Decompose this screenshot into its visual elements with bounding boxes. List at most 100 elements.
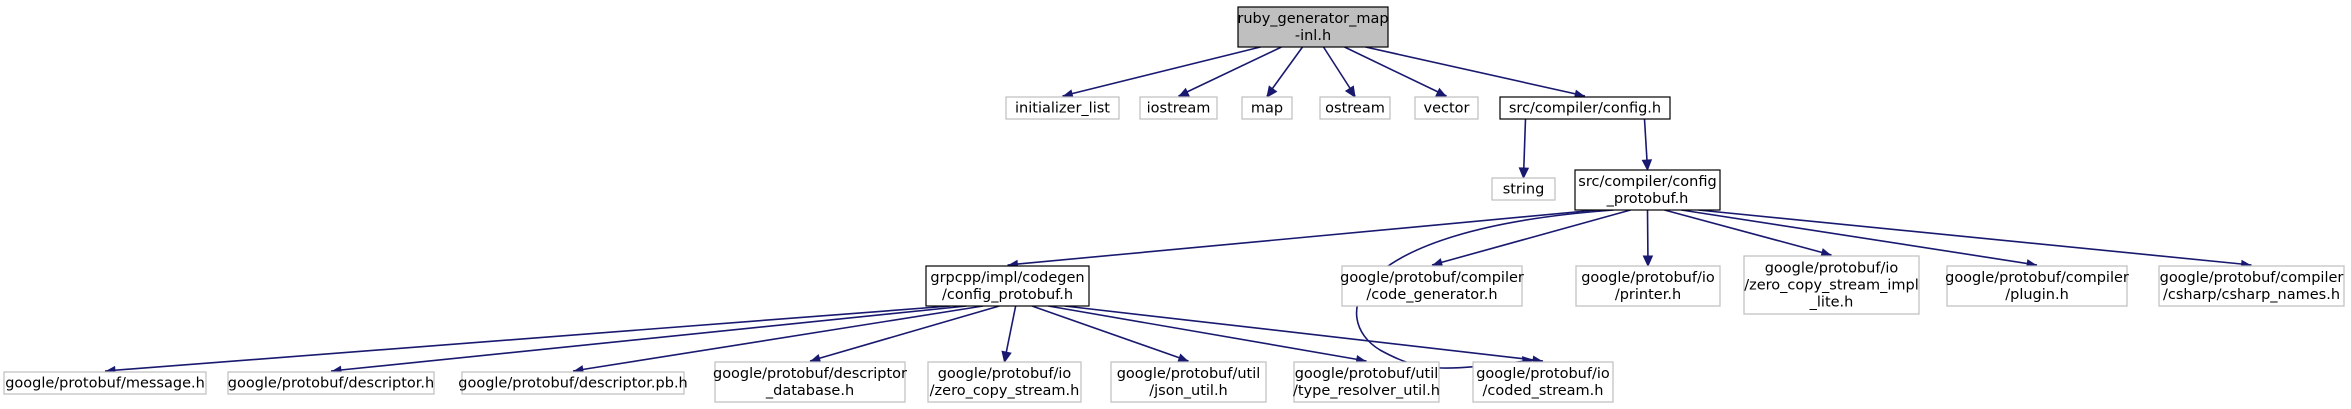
node-label-line: ostream: [1325, 101, 1385, 117]
edge-grpcpp_config-to-type_resolver_util: [1048, 305, 1367, 362]
node-label-line: google/protobuf/compiler: [1340, 270, 1524, 286]
node-grpcpp_config[interactable]: grpcpp/impl/codegen/config_protobuf.h: [925, 265, 1090, 307]
edge-config_protobuf-to-plugin: [1681, 209, 2038, 266]
edge-config_protobuf-to-coded_stream: [1355, 209, 1614, 369]
node-label-line: /plugin.h: [2005, 287, 2069, 303]
node-box: [461, 371, 685, 395]
node-label-line: ruby_generator_map: [1237, 11, 1388, 27]
node-descriptor[interactable]: google/protobuf/descriptor.h: [227, 371, 435, 395]
node-label-line: string: [1503, 182, 1545, 198]
node-iostream[interactable]: iostream: [1139, 96, 1218, 120]
node-box: [1414, 96, 1479, 120]
edge-root-to-config_h: [1365, 46, 1586, 97]
arrowhead-ostream: [1344, 85, 1356, 99]
edge-root-to-iostream: [1178, 46, 1282, 97]
node-box: [1293, 361, 1440, 403]
node-label-line: /json_util.h: [1149, 383, 1228, 399]
edge-root-to-vector: [1344, 46, 1447, 97]
node-descriptor_database[interactable]: google/protobuf/descriptor_database.h: [713, 361, 907, 403]
node-box: [1237, 6, 1389, 48]
node-label-line: google/protobuf/io: [1476, 366, 1610, 382]
arrowhead-zero_copy_stream: [1001, 350, 1012, 364]
node-descriptor_pb[interactable]: google/protobuf/descriptor.pb.h: [458, 371, 688, 395]
edge-grpcpp_config-to-json_util: [1031, 305, 1189, 362]
node-ostream[interactable]: ostream: [1319, 96, 1391, 120]
arrowhead-map: [1266, 85, 1278, 98]
node-label-line: iostream: [1147, 101, 1211, 117]
edge-grpcpp_config-to-descriptor_pb: [572, 305, 984, 372]
edge-grpcpp_config-to-descriptor: [330, 305, 967, 372]
node-label-line: /csharp/csharp_names.h: [2163, 287, 2340, 303]
node-label-line: google/protobuf/message.h: [5, 376, 205, 392]
node-label-line: google/protobuf/descriptor.h: [228, 376, 434, 392]
node-csharp_names[interactable]: google/protobuf/compiler/csharp/csharp_n…: [2158, 265, 2345, 307]
node-label-line: _lite.h: [1809, 295, 1854, 311]
node-printer[interactable]: google/protobuf/io/printer.h: [1575, 265, 1721, 307]
edge-config_protobuf-to-zcs_impl_lite: [1664, 209, 1832, 256]
edge-config_protobuf-to-grpcpp_config: [1007, 209, 1597, 266]
node-label-line: initializer_list: [1015, 101, 1110, 117]
node-coded_stream[interactable]: google/protobuf/io/coded_stream.h: [1472, 361, 1614, 403]
node-label-line: google/protobuf/util: [1295, 366, 1439, 382]
node-label-line: google/protobuf/descriptor.pb.h: [458, 376, 688, 392]
node-plugin[interactable]: google/protobuf/compiler/plugin.h: [1945, 265, 2129, 307]
edge-root-to-map: [1266, 46, 1304, 97]
node-box: [1574, 169, 1721, 211]
node-label-line: -inl.h: [1295, 28, 1331, 44]
node-label-line: google/protobuf/compiler: [2160, 270, 2344, 286]
node-box: [1139, 96, 1218, 120]
node-label-line: /config_protobuf.h: [942, 287, 1073, 303]
edge-root-to-ostream: [1322, 46, 1356, 97]
node-label-line: google/protobuf/io: [1765, 261, 1899, 277]
node-label-line: google/protobuf/io: [938, 366, 1072, 382]
node-box: [1241, 96, 1293, 120]
edge-root-to-initializer_list: [1062, 46, 1261, 97]
edge-grpcpp_config-to-message: [104, 305, 951, 372]
edges-layer: [103, 46, 2253, 377]
edge-grpcpp_config-to-coded_stream: [1064, 305, 1544, 362]
node-label-line: /zero_copy_stream.h: [930, 383, 1080, 399]
node-label-line: google/protobuf/io: [1581, 270, 1715, 286]
arrowhead-vector: [1434, 87, 1448, 98]
node-label-line: _database.h: [765, 383, 854, 399]
node-box: [1575, 265, 1721, 307]
node-config_protobuf[interactable]: src/compiler/config_protobuf.h: [1574, 169, 1721, 211]
edge-config_protobuf-to-code_generator: [1431, 209, 1631, 266]
node-initializer_list[interactable]: initializer_list: [1005, 96, 1120, 120]
node-label-line: /printer.h: [1615, 287, 1681, 303]
node-map[interactable]: map: [1241, 96, 1293, 120]
node-label-line: src/compiler/config: [1578, 174, 1716, 190]
node-label-line: _protobuf.h: [1606, 191, 1689, 207]
node-type_resolver_util[interactable]: google/protobuf/util/type_resolver_util.…: [1293, 361, 1440, 403]
node-vector[interactable]: vector: [1414, 96, 1479, 120]
node-string[interactable]: string: [1491, 177, 1556, 201]
node-message[interactable]: google/protobuf/message.h: [3, 371, 207, 395]
node-box: [1499, 96, 1671, 120]
edge-config_h-to-string: [1522, 118, 1527, 178]
node-code_generator[interactable]: google/protobuf/compiler/code_generator.…: [1340, 265, 1524, 307]
node-box: [227, 371, 435, 395]
node-label-line: /coded_stream.h: [1483, 383, 1604, 399]
node-zcs_impl_lite[interactable]: google/protobuf/io/zero_copy_stream_impl…: [1743, 255, 1920, 315]
node-box: [1491, 177, 1556, 201]
node-label-line: /code_generator.h: [1366, 287, 1497, 303]
node-label-line: src/compiler/config.h: [1509, 101, 1661, 117]
node-box: [1319, 96, 1391, 120]
node-box: [714, 361, 906, 403]
arrowhead-iostream: [1177, 87, 1191, 98]
node-root[interactable]: ruby_generator_map-inl.h: [1237, 6, 1389, 48]
node-label-line: google/protobuf/util: [1117, 366, 1261, 382]
node-label-line: vector: [1424, 101, 1470, 117]
node-label-line: /type_resolver_util.h: [1293, 383, 1440, 399]
node-label-line: google/protobuf/descriptor: [713, 366, 907, 382]
node-box: [1472, 361, 1614, 403]
node-json_util[interactable]: google/protobuf/util/json_util.h: [1110, 361, 1267, 403]
node-config_h[interactable]: src/compiler/config.h: [1499, 96, 1671, 120]
arrowhead-string: [1518, 167, 1530, 180]
arrowhead-config_protobuf: [1641, 159, 1653, 172]
arrowhead-printer: [1642, 255, 1654, 268]
node-box: [1110, 361, 1267, 403]
node-label-line: /zero_copy_stream_impl: [1744, 278, 1919, 294]
node-zero_copy_stream[interactable]: google/protobuf/io/zero_copy_stream.h: [927, 361, 1082, 403]
node-label-line: grpcpp/impl/codegen: [930, 270, 1084, 286]
